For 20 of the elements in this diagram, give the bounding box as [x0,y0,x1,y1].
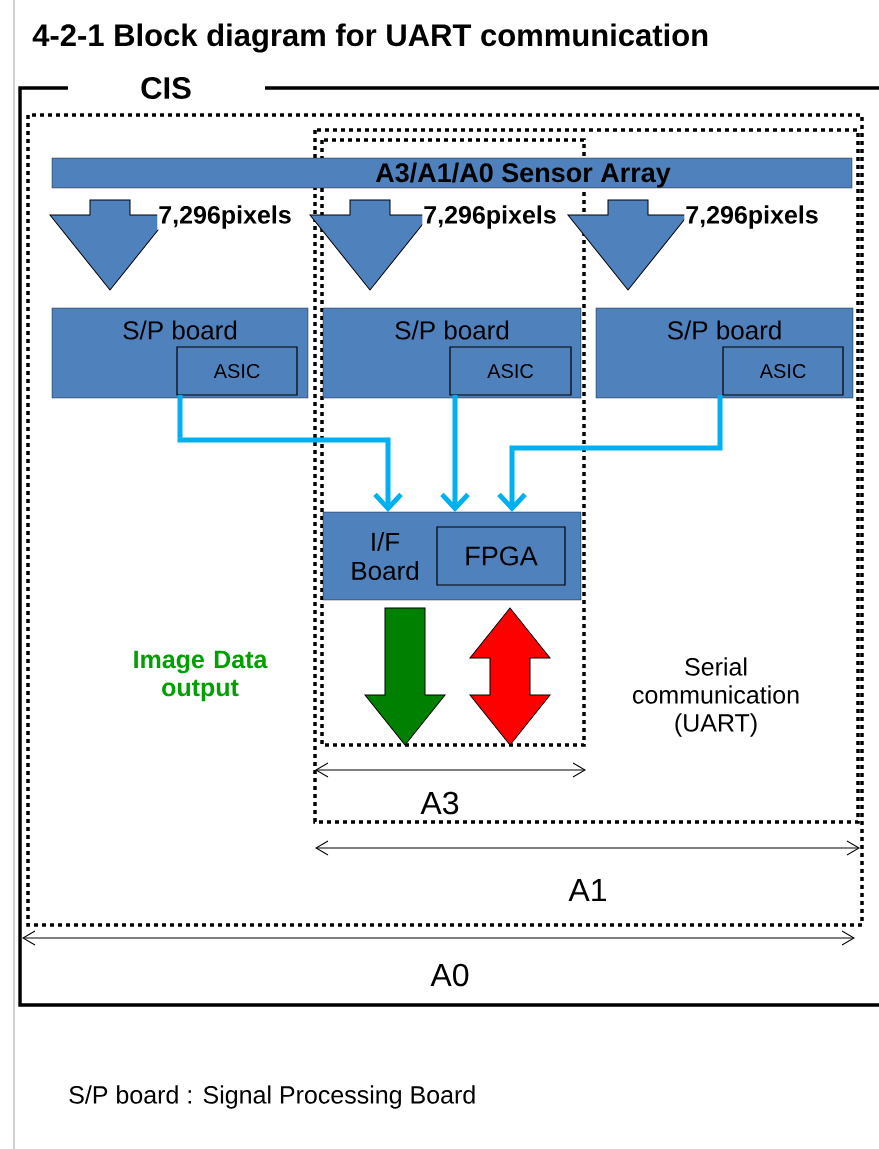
dimension-label: A0 [430,963,469,987]
edge-label: 7,296pixels [157,204,293,230]
edge-label: 7,296pixels [422,204,558,230]
chip-box: ASIC [722,346,844,396]
sensor-array-bar: A3/A1/A0 Sensor Array [51,157,853,189]
arrow [497,395,723,512]
block-arrow [364,607,446,746]
annotation: Serial communication (UART) [633,657,799,737]
arrow [177,395,403,512]
chip-box: ASIC [449,346,572,396]
dimension-label: A1 [568,879,606,901]
output-label: Image Data output [134,650,268,702]
chip-box: ASIC [176,346,298,396]
footnote: S/P board : Signal Processing Board [69,1085,475,1109]
title: 4-2-1 Block diagram for UART communication [32,23,708,53]
arrow [440,395,470,512]
edge-label: 7,296pixels [684,204,820,230]
block-arrow [469,607,551,746]
chip-box: FPGA [436,526,566,586]
dimension-label: A3 [420,791,459,815]
